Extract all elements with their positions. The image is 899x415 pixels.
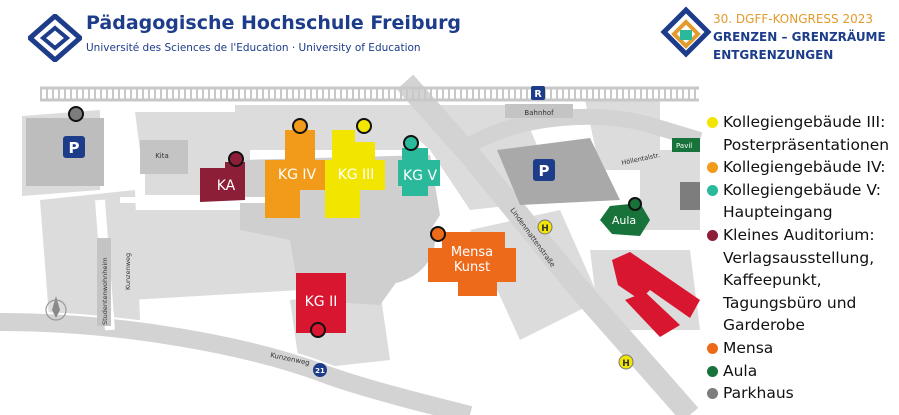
north-arrow-icon [45,296,67,321]
congress-title: 30. DGFF-KONGRESS 2023 [713,12,874,26]
kg5-label: KG V [403,168,437,184]
mensa-label-line1: Mensa [451,245,493,260]
kg3-label: KG III [338,167,375,183]
bahnhof-label: Bahnhof [524,109,554,117]
university-name: Pädagogische Hochschule Freiburg [86,12,462,34]
congress-theme-line1: GRENZEN – GRENZRÄUME [713,30,886,44]
parkhaus-marker-left [68,106,84,122]
parking-symbol-left: P [69,139,80,157]
legend-item-mensa: Mensa [707,337,899,360]
studentenwohnheim-label: Studentenwohnheim [101,258,109,326]
legend-label-parkhaus: Parkhaus [723,384,794,403]
bus-stop-upper: H [537,219,553,235]
kg4-label: KG IV [278,167,317,183]
building-kg3: KG III [325,118,385,218]
legend-marker-mensa-icon [707,342,718,354]
building-kg5: KG V [398,135,440,196]
legend-marker-aula-icon [707,365,718,377]
parking-area-left: P [26,106,104,186]
kita-building [140,140,188,174]
buildings-red-right [612,252,700,337]
parking-symbol-right: P [539,162,550,180]
mensa-label-line2: Kunst [454,260,490,275]
mensa-marker [430,226,446,242]
legend-marker-ka-icon [707,229,718,241]
university-subtitle: Université des Sciences de l'Education ·… [86,42,421,54]
building-ka: KA [200,151,245,202]
legend-marker-parkhaus-icon [707,388,718,400]
bahnhof-building [505,104,573,118]
kg5-marker [403,135,419,151]
legend-label-kg3: Kollegiengebäude III: Posterpräsentation… [723,113,890,154]
legend-label-kg5: Kollegiengebäude V: Haupteingang [723,180,881,222]
kg2-marker [310,322,326,338]
railway-station-icon [531,86,545,100]
legend-label-kg4: Kollegiengebäude IV: [723,158,886,177]
pavillon-sign [672,138,700,152]
kg3-marker [356,118,372,134]
aula-label: Aula [612,214,636,227]
legend-marker-kg5-icon [707,184,718,196]
legend-item-parkhaus: Parkhaus [707,382,899,405]
legend-item-ka: Kleines Auditorium: Verlagsausstellung, … [707,224,899,337]
legend-label-ka: Kleines Auditorium: Verlagsausstellung, … [723,225,875,335]
legend-item-kg3: Kollegiengebäude III: Posterpräsentation… [707,111,899,156]
legend-label-mensa: Mensa [723,338,774,357]
bus-stop-lower: H [618,354,634,370]
kg2-label: KG II [305,294,338,310]
building-kg2: KG II [296,273,346,338]
bus-line-badge: 21 [313,363,327,377]
building-kg4: KG IV [265,118,325,218]
bus-line-number: 21 [315,367,325,375]
map-legend: Kollegiengebäude III: Posterpräsentation… [707,111,899,405]
building-mensa: Mensa Kunst [428,226,516,296]
legend-item-aula: Aula [707,360,899,383]
congress-logo-icon [660,6,712,58]
legend-item-kg5: Kollegiengebäude V: Haupteingang [707,179,899,224]
studentenwohnheim-building [97,238,111,326]
legend-marker-kg4-icon [707,162,718,174]
bus-stop-symbol-lower: H [622,359,630,369]
parkhaus-building-right [680,182,700,210]
legend-label-aula: Aula [723,361,758,380]
railway-symbol: R [534,89,542,100]
congress-theme-line2: ENTGRENZUNGEN [713,48,834,62]
legend-marker-kg3-icon [707,117,718,128]
ka-marker [228,151,244,167]
legend-item-kg4: Kollegiengebäude IV: [707,156,899,179]
railway-line [40,86,699,102]
ka-label: KA [217,178,236,194]
pavillon-label: Pavil [676,142,692,150]
building-aula: Aula [600,197,650,236]
kg4-marker [292,118,308,134]
street-label-kunzenweg-vertical: Kunzenweg [124,253,132,290]
university-logo-icon [28,14,82,62]
kita-label: Kita [155,152,169,160]
bus-stop-symbol-upper: H [541,224,549,234]
aula-marker [628,197,642,211]
parking-area-right: P [497,138,620,205]
